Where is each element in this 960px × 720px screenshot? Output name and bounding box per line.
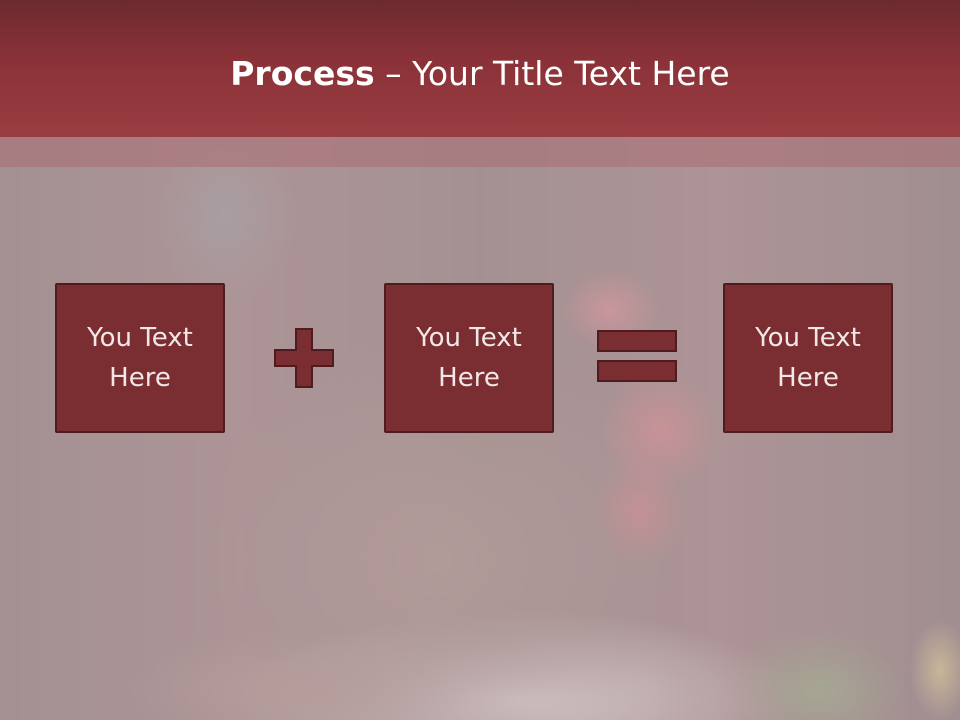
title-bold-part: Process: [230, 54, 375, 93]
process-box-2-line2: Here: [438, 363, 500, 393]
process-box-1-line2: Here: [109, 363, 171, 393]
process-box-3-line2: Here: [777, 363, 839, 393]
process-box-1-line1: You Text: [87, 323, 193, 353]
plus-icon: [274, 328, 334, 388]
process-box-3-line1: You Text: [755, 323, 861, 353]
process-box-1-text: You Text Here: [65, 318, 215, 398]
title-rest-part: – Your Title Text Here: [374, 54, 730, 93]
process-box-1[interactable]: You Text Here: [55, 283, 225, 433]
equals-icon: [597, 330, 677, 382]
title-bar: [0, 0, 960, 137]
process-box-3-text: You Text Here: [733, 318, 883, 398]
title-bar-band: [0, 137, 960, 167]
process-box-2-text: You Text Here: [394, 318, 544, 398]
slide-title[interactable]: Process – Your Title Text Here: [0, 52, 960, 96]
process-box-2[interactable]: You Text Here: [384, 283, 554, 433]
process-box-3[interactable]: You Text Here: [723, 283, 893, 433]
process-box-2-line1: You Text: [416, 323, 522, 353]
